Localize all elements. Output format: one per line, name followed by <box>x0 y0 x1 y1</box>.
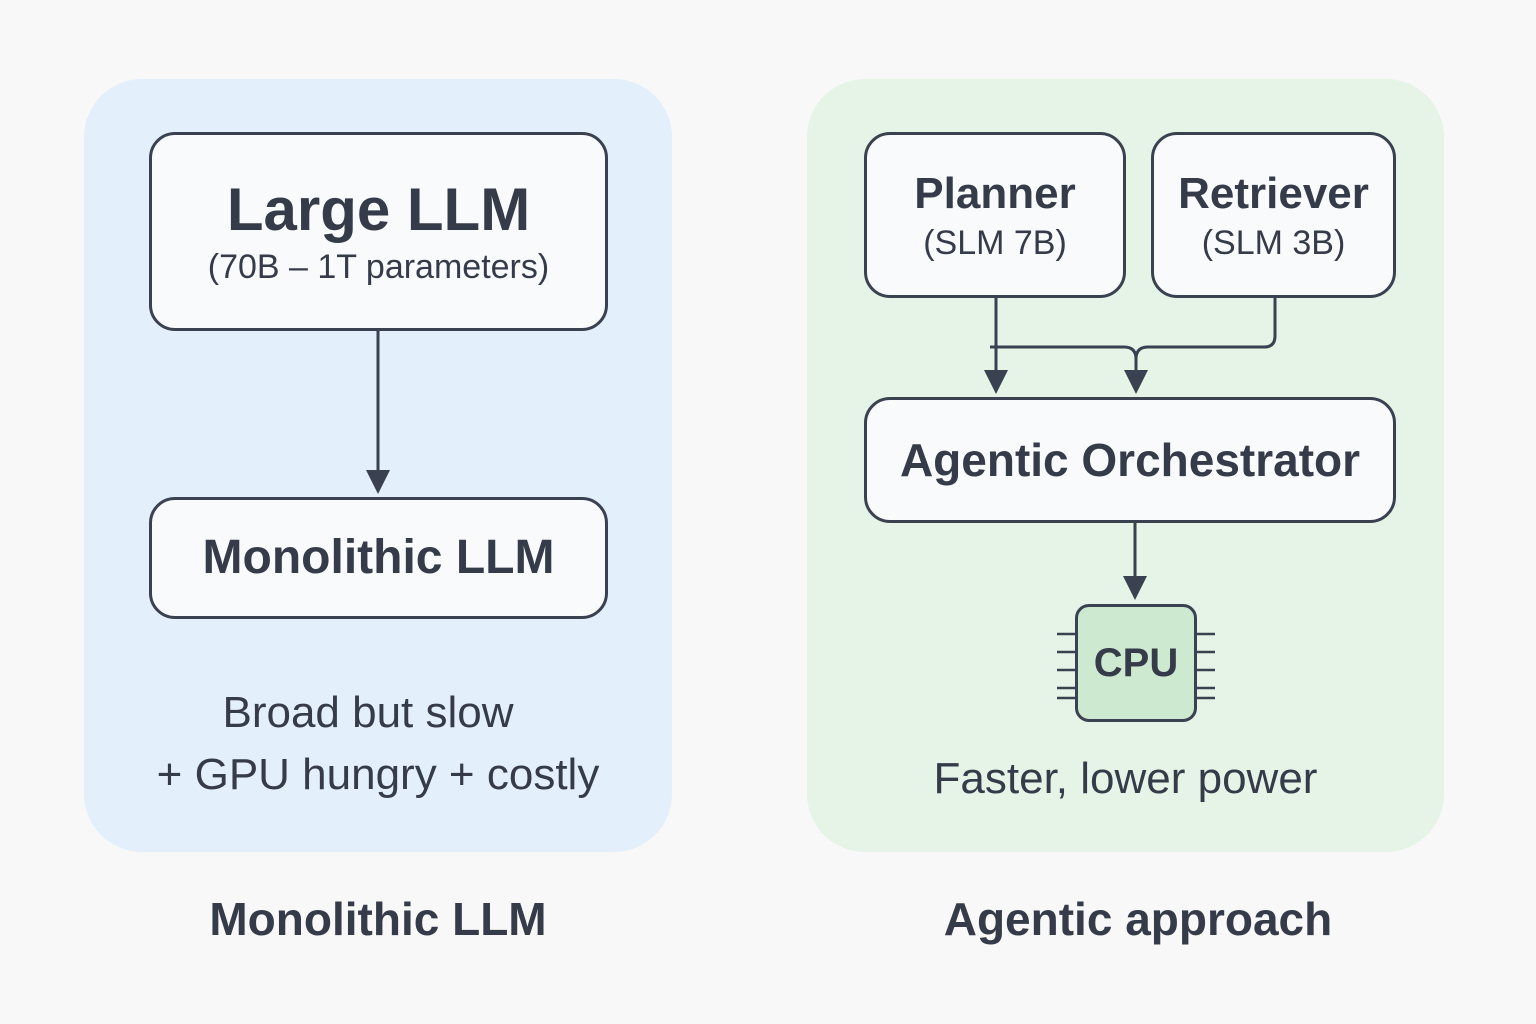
large-llm-box: Large LLM (70B – 1T parameters) <box>149 132 608 331</box>
agentic-note: Faster, lower power <box>933 754 1318 803</box>
retriever-subtitle: (SLM 3B) <box>1201 224 1346 262</box>
monolithic-caption: Monolithic LLM <box>209 893 547 945</box>
monolithic-note-line1: Broad but slow <box>222 688 514 737</box>
agentic-caption: Agentic approach <box>943 893 1333 945</box>
planner-subtitle: (SLM 7B) <box>923 224 1067 262</box>
monolithic-note-line2: + GPU hungry + costly <box>156 750 600 799</box>
monolithic-llm-title: Monolithic LLM <box>202 531 555 584</box>
cpu-chip-icon: CPU <box>1075 604 1197 722</box>
retriever-title: Retriever <box>1178 169 1369 218</box>
planner-box: Planner (SLM 7B) <box>864 132 1126 298</box>
retriever-box: Retriever (SLM 3B) <box>1151 132 1396 298</box>
large-llm-title: Large LLM <box>226 176 531 243</box>
large-llm-subtitle: (70B – 1T parameters) <box>207 248 550 286</box>
orchestrator-title: Agentic Orchestrator <box>899 434 1361 486</box>
orchestrator-box: Agentic Orchestrator <box>864 397 1396 523</box>
planner-title: Planner <box>914 169 1076 218</box>
cpu-label: CPU <box>1093 641 1179 685</box>
monolithic-llm-box: Monolithic LLM <box>149 497 608 619</box>
